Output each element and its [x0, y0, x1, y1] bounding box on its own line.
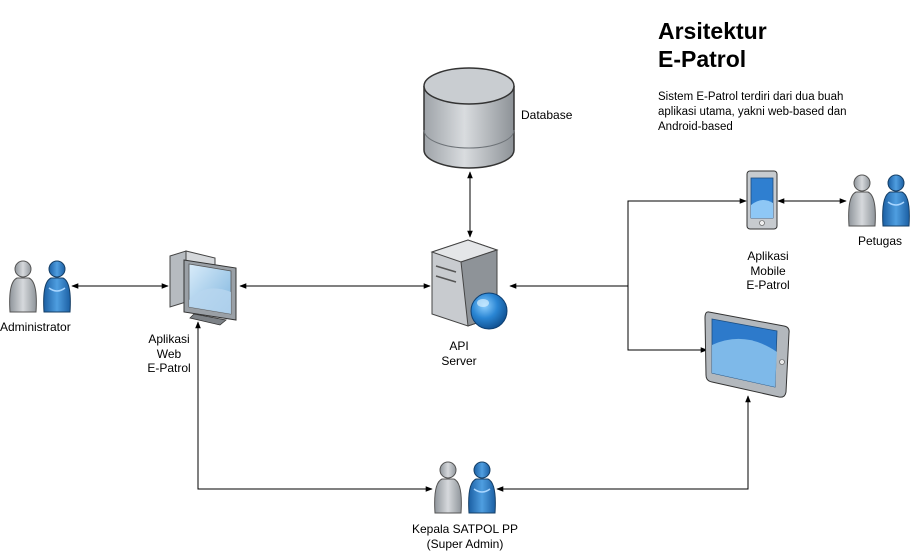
web-app-label-line-1: Aplikasi	[148, 332, 190, 346]
mobile-app-label-line-1: Aplikasi	[747, 249, 789, 263]
kepala-label: Kepala SATPOL PP (Super Admin)	[400, 522, 530, 551]
petugas-users-icon	[848, 174, 911, 227]
administrator-label: Administrator	[0, 320, 71, 334]
title-line-2: E-Patrol	[658, 46, 747, 72]
kepala-users-icon	[434, 461, 497, 514]
smartphone-icon	[746, 170, 778, 230]
server-icon	[430, 239, 508, 330]
connectors	[71, 171, 847, 492]
title-line-1: Arsitektur	[658, 18, 767, 44]
edge-kepala-tablet	[496, 395, 751, 492]
edge-server-mobile	[509, 198, 747, 289]
desktop-computer-icon	[169, 250, 237, 326]
diagram-description: Sistem E-Patrol terdiri dari dua buah ap…	[658, 91, 847, 133]
petugas-label: Petugas	[857, 234, 903, 248]
web-app-label-line-2: Web	[156, 346, 182, 361]
mobile-app-label-line-3: E-Patrol	[746, 278, 790, 292]
web-app-label-line-3: E-Patrol	[147, 361, 191, 375]
database-cylinder-icon	[423, 67, 515, 169]
diagram-title: Arsitektur E-Patrol	[658, 17, 767, 73]
mobile-app-label: Aplikasi Mobile E-Patrol	[737, 249, 799, 293]
database-label: Database	[521, 108, 573, 122]
edge-server-tablet	[627, 286, 708, 353]
kepala-label-line-1: Kepala SATPOL PP	[411, 522, 519, 536]
edge-web-kepala	[195, 321, 433, 492]
tablet-icon	[704, 311, 790, 398]
web-app-label: Aplikasi Web E-Patrol	[138, 332, 200, 376]
api-server-label-line-1: API	[449, 339, 469, 353]
kepala-label-line-2: (Super Admin)	[426, 536, 504, 551]
api-server-label: API Server	[434, 339, 484, 368]
mobile-app-label-line-2: Mobile	[750, 263, 786, 278]
api-server-label-line-2: Server	[441, 353, 477, 368]
administrator-users-icon	[9, 260, 72, 313]
